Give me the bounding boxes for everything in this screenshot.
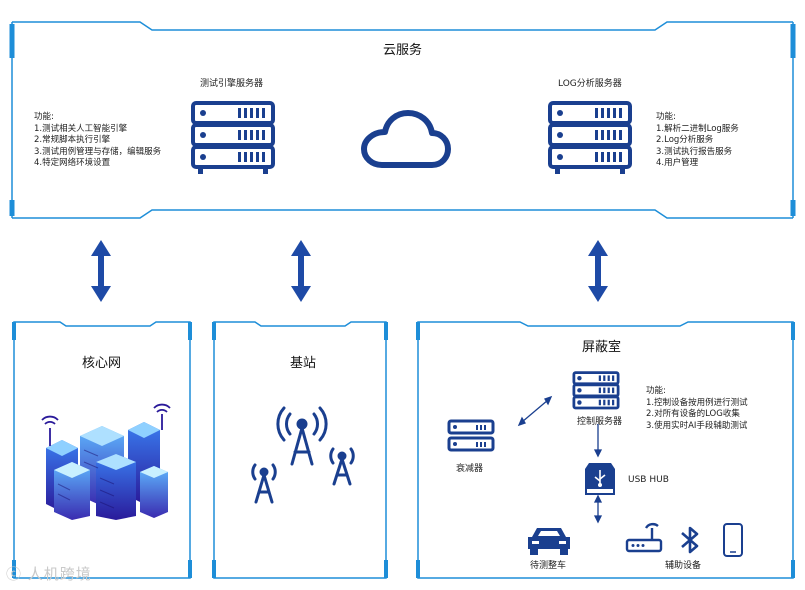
cloud-right-function-3: 3.测试执行报告服务 <box>656 146 733 157</box>
bluetooth-icon <box>681 526 699 554</box>
router-icon <box>625 522 663 553</box>
cloud-frame <box>9 21 796 219</box>
base-station-title: 基站 <box>290 356 317 371</box>
cloud-left-function-2: 2.常规脚本执行引擎 <box>34 135 111 145</box>
test-engine-server-label: 测试引擎服务器 <box>200 79 264 89</box>
cloud-right-functions: 功能: 1.解析二进制Log服务 2.Log分析服务 3.测试执行报告服务 4.… <box>656 112 739 170</box>
shield-function-2: 2.对所有设备的LOG收集 <box>646 409 740 419</box>
core-network-frame <box>12 321 192 579</box>
arrow-station-to-cloud-icon <box>291 240 311 302</box>
arrow-core-to-cloud-icon <box>91 240 111 302</box>
cloud-left-function-1: 1.测试相关人工智能引擎 <box>34 123 128 134</box>
car-icon <box>528 528 570 555</box>
arrow-shield-to-cloud-icon <box>588 240 608 302</box>
base-station-towers-icon <box>251 406 355 504</box>
attenuator-label: 衰减器 <box>456 464 484 474</box>
cloud-icon <box>361 110 451 168</box>
cloud-right-function-2: 2.Log分析服务 <box>656 135 714 145</box>
cloud-left-functions: 功能: 1.测试相关人工智能引擎 2.常规脚本执行引擎 3.测试用例管理与存储，… <box>34 112 161 170</box>
phone-icon <box>723 523 743 557</box>
usb-hub-icon <box>585 463 615 495</box>
attenuator-icon <box>447 419 495 452</box>
shield-function-0: 功能: <box>646 386 666 396</box>
test-engine-server-icon <box>191 101 275 174</box>
cloud-right-function-4: 4.用户管理 <box>656 158 699 168</box>
usb-hub-label: USB HUB <box>628 475 669 485</box>
shield-functions: 功能: 1.控制设备按用例进行测试 2.对所有设备的LOG收集 3.使用实时AI… <box>646 386 748 432</box>
log-server-icon <box>548 101 632 174</box>
watermark-logo-icon: ⓒ <box>6 565 28 583</box>
watermark-text: 人机跨境 <box>27 565 92 583</box>
control-server-icon <box>572 371 620 410</box>
cloud-right-function-0: 功能: <box>656 112 676 122</box>
cloud-title: 云服务 <box>383 43 423 58</box>
shield-room-title: 屏蔽室 <box>582 340 622 355</box>
core-network-title: 核心网 <box>82 356 122 371</box>
core-network-city-icon <box>41 403 171 520</box>
watermark: ⓒ 人机跨境 <box>6 563 92 584</box>
cloud-left-function-3: 3.测试用例管理与存储，编辑服务 <box>34 146 162 157</box>
shield-room-frame <box>416 321 795 579</box>
log-server-label: LOG分析服务器 <box>558 79 622 89</box>
cloud-right-function-1: 1.解析二进制Log服务 <box>656 123 739 134</box>
cloud-left-function-4: 4.特定网络环境设置 <box>34 158 111 168</box>
aux-devices-label: 辅助设备 <box>665 561 702 571</box>
dut-car-label: 待测整车 <box>530 561 567 571</box>
shield-link-arrows <box>517 395 603 524</box>
cloud-left-function-0: 功能: <box>34 112 54 122</box>
base-station-frame <box>212 321 388 579</box>
shield-function-3: 3.使用实时AI手段辅助测试 <box>646 420 748 431</box>
shield-function-1: 1.控制设备按用例进行测试 <box>646 397 748 408</box>
control-server-label: 控制服务器 <box>577 417 623 427</box>
